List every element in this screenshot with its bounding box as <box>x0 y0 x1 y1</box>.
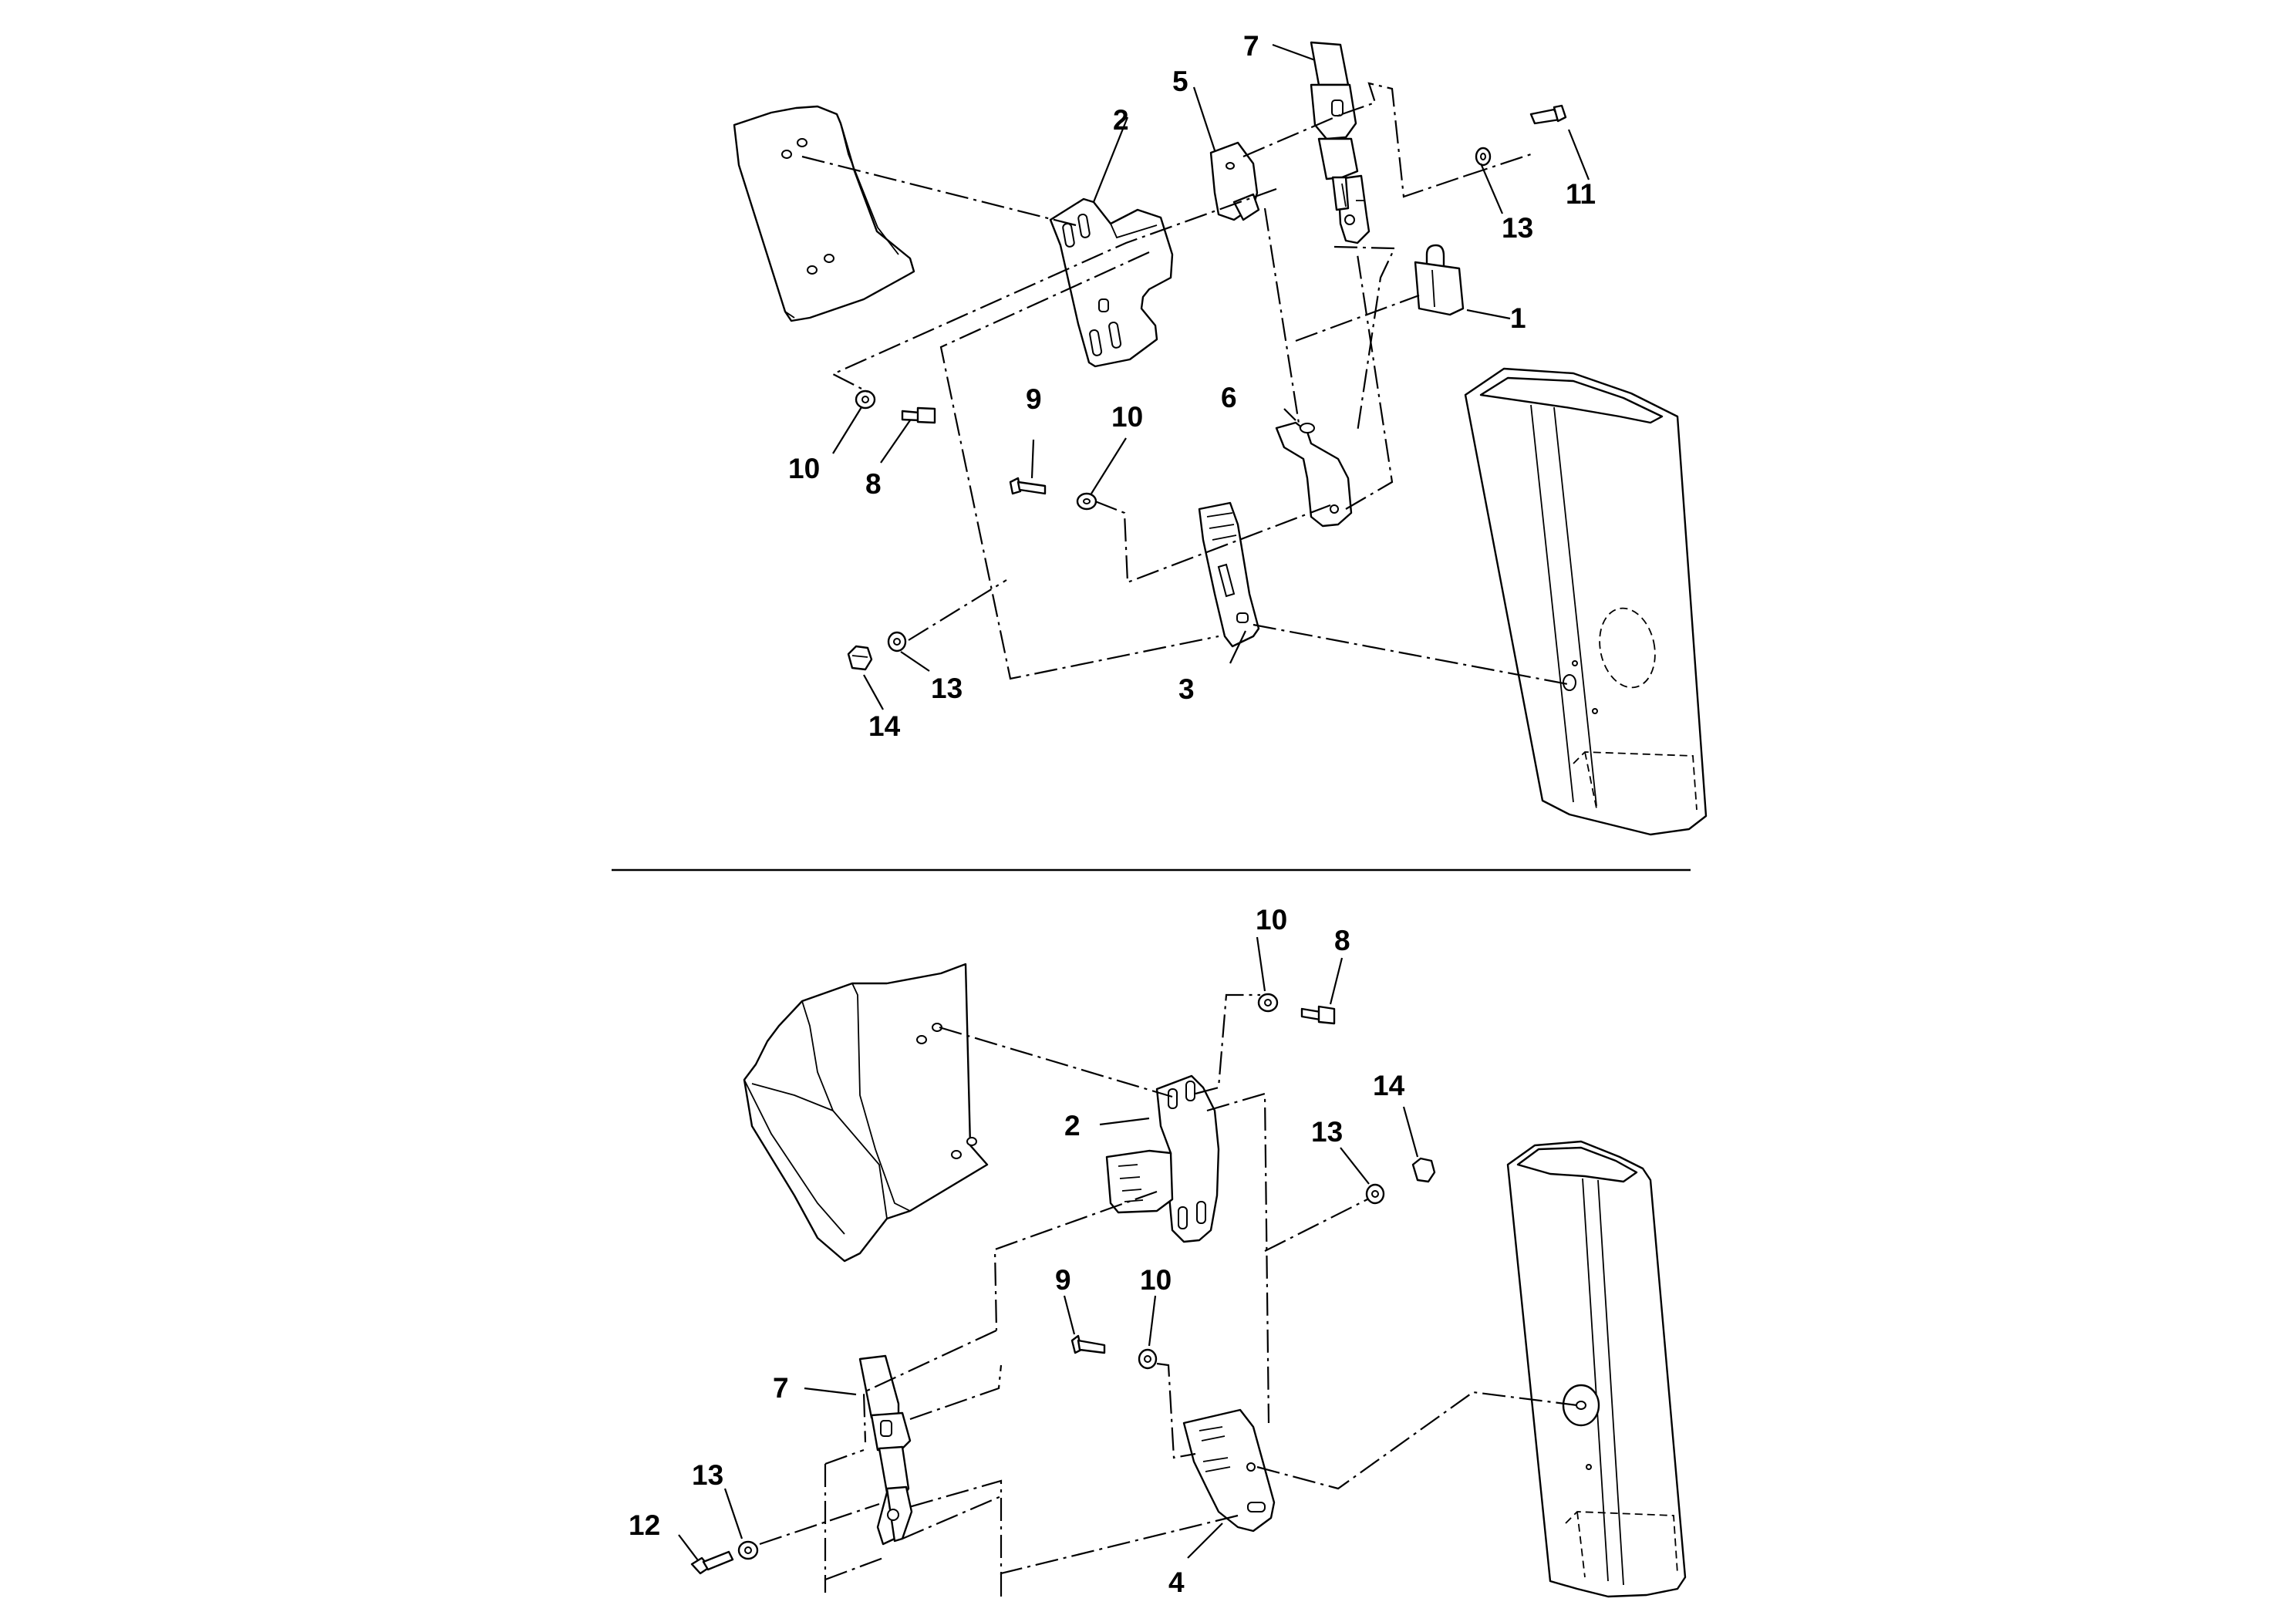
bolt-9-bottom <box>1070 1334 1106 1354</box>
bracket-2-bottom <box>1105 1074 1220 1243</box>
washer-13-top-left <box>887 631 907 653</box>
latch-7-top <box>1310 41 1371 244</box>
callout-2-bottom: 2 <box>1064 1110 1081 1141</box>
hook-plate-6 <box>1275 421 1353 528</box>
callout-13-top-right: 13 <box>1502 212 1533 244</box>
washer-10-top-left <box>855 389 876 410</box>
washer-13-top-right <box>1475 147 1492 167</box>
keeper-5-top <box>1209 141 1260 221</box>
callout-13-bottom-left: 13 <box>692 1459 723 1491</box>
callouts-bottom: 2 4 7 8 9 10 10 12 13 13 14 <box>629 904 1405 1598</box>
bottom-view: 2 4 7 8 9 10 10 12 13 13 14 <box>629 904 1687 1598</box>
screw-8-top <box>901 406 936 424</box>
callout-10-bottom-top: 10 <box>1256 904 1287 936</box>
callout-5-top: 5 <box>1172 66 1188 97</box>
callout-9-top: 9 <box>1026 383 1042 415</box>
leaders-top <box>832 43 1590 710</box>
nut-14-top <box>847 645 873 671</box>
padlock-1 <box>1414 244 1465 316</box>
callout-10-top-left: 10 <box>788 453 820 484</box>
callout-13-bottom-right: 13 <box>1311 1116 1343 1148</box>
callout-13-top-left: 13 <box>931 673 963 704</box>
callout-1-top: 1 <box>1510 302 1526 334</box>
washer-10-bottom-middle <box>1138 1348 1158 1370</box>
washer-10-bottom-top <box>1257 993 1279 1013</box>
side-panel-top <box>733 105 915 322</box>
screw-8-bottom <box>1300 1005 1336 1025</box>
callout-9-bottom: 9 <box>1055 1264 1071 1296</box>
callout-6-top: 6 <box>1221 382 1237 413</box>
washer-13-bottom-right <box>1365 1183 1385 1205</box>
phantom-lines-bottom <box>759 993 1578 1598</box>
top-view: 1 2 3 5 6 7 8 9 10 10 11 13 13 14 <box>733 30 1708 836</box>
washer-13-bottom-left <box>737 1540 759 1560</box>
callout-10-top-middle: 10 <box>1111 401 1143 433</box>
callout-7-top: 7 <box>1243 30 1259 62</box>
callout-2-top: 2 <box>1113 104 1129 136</box>
side-panel-bottom <box>743 963 989 1263</box>
bracket-4-bottom <box>1182 1408 1276 1533</box>
bracket-2-top <box>1049 197 1174 368</box>
washer-10-top-middle <box>1076 492 1097 511</box>
nut-14-bottom <box>1411 1157 1436 1183</box>
callout-14-top: 14 <box>868 710 901 742</box>
callouts-top: 1 2 3 5 6 7 8 9 10 10 11 13 13 14 <box>788 30 1596 742</box>
bolt-9-top <box>1009 477 1047 495</box>
callout-11-top: 11 <box>1566 178 1596 210</box>
callout-10-bottom-middle: 10 <box>1140 1264 1172 1296</box>
callout-4-bottom: 4 <box>1168 1566 1185 1598</box>
callout-8-top: 8 <box>865 468 882 500</box>
bolt-12-bottom <box>690 1550 734 1575</box>
phantom-lines-top <box>801 82 1573 686</box>
callout-7-bottom: 7 <box>773 1372 789 1404</box>
bracket-3-top <box>1198 501 1260 648</box>
callout-14-bottom: 14 <box>1373 1070 1405 1101</box>
leaders-bottom <box>678 936 1419 1561</box>
latch-7-bottom <box>858 1354 913 1546</box>
tube-post-top <box>1464 367 1708 836</box>
callout-12-bottom: 12 <box>629 1509 660 1541</box>
screw-11-top <box>1529 104 1567 125</box>
tube-post-bottom <box>1506 1140 1687 1598</box>
callout-3-top: 3 <box>1178 673 1195 705</box>
callout-8-bottom: 8 <box>1334 925 1350 956</box>
